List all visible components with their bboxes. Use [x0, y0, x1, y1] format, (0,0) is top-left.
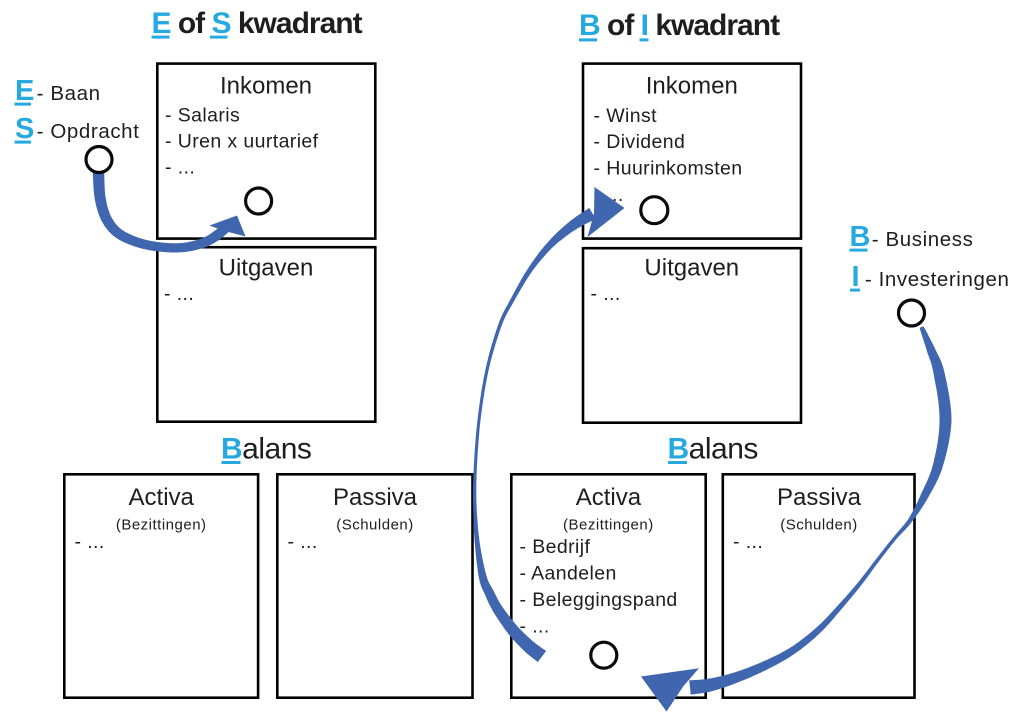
svg-text:B of I kwadrant: B of I kwadrant — [579, 9, 780, 42]
svg-text:- ...: - ... — [520, 616, 550, 638]
svg-text:Passiva: Passiva — [333, 484, 418, 511]
svg-text:- Beleggingspand: - Beleggingspand — [520, 589, 678, 611]
svg-text:Uitgaven: Uitgaven — [644, 255, 739, 282]
svg-text:(Schulden): (Schulden) — [780, 517, 858, 534]
svg-text:I - Investeringen: I - Investeringen — [852, 261, 1010, 293]
svg-text:Activa: Activa — [129, 484, 195, 511]
svg-text:S - Opdracht: S - Opdracht — [15, 113, 139, 145]
svg-text:Activa: Activa — [576, 484, 642, 511]
svg-text:Uitgaven: Uitgaven — [219, 255, 314, 282]
svg-text:(Bezittingen): (Bezittingen) — [563, 517, 654, 534]
svg-text:- ...: - ... — [164, 283, 194, 305]
svg-text:- ...: - ... — [75, 531, 105, 553]
svg-text:- ...: - ... — [733, 531, 763, 553]
svg-text:- Winst: - Winst — [594, 105, 658, 127]
svg-text:Balans: Balans — [668, 433, 758, 466]
svg-text:- ...: - ... — [288, 531, 318, 553]
svg-text:- Dividend: - Dividend — [594, 131, 686, 153]
svg-text:- Salaris: - Salaris — [165, 105, 240, 127]
svg-text:- Bedrijf: - Bedrijf — [520, 536, 591, 558]
svg-text:B - Business: B - Business — [850, 221, 974, 253]
svg-text:Inkomen: Inkomen — [646, 73, 738, 100]
svg-text:- Aandelen: - Aandelen — [520, 563, 617, 585]
svg-text:- Huurinkomsten: - Huurinkomsten — [594, 158, 743, 180]
svg-text:(Schulden): (Schulden) — [336, 517, 414, 534]
svg-text:- ...: - ... — [591, 283, 621, 305]
svg-text:Inkomen: Inkomen — [220, 73, 312, 100]
svg-text:- ...: - ... — [165, 157, 195, 179]
svg-text:E - Baan: E - Baan — [15, 75, 101, 107]
svg-text:Passiva: Passiva — [777, 484, 862, 511]
svg-text:(Bezittingen): (Bezittingen) — [116, 517, 207, 534]
svg-text:- Uren x uurtarief: - Uren x uurtarief — [165, 131, 319, 153]
svg-text:E of S kwadrant: E of S kwadrant — [152, 7, 363, 40]
svg-text:Balans: Balans — [221, 433, 311, 466]
